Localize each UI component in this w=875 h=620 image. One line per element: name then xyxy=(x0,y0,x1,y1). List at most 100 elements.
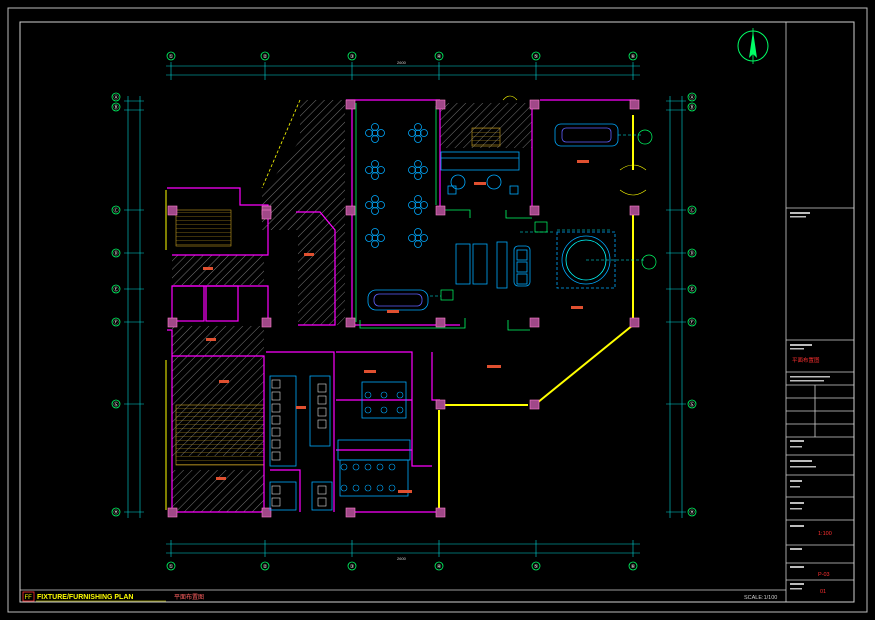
structural-column xyxy=(435,399,446,410)
grid-row-label: Ⓒ xyxy=(113,207,118,214)
toilet-fixture xyxy=(271,427,281,437)
title-block-revision: 01 xyxy=(820,589,826,595)
structural-column xyxy=(629,317,640,328)
lounge-seat-clusters xyxy=(365,123,428,248)
grid-row-label: Ⓖ xyxy=(113,401,118,408)
grid-row-label: Ⓑ xyxy=(113,104,118,111)
desk-chair xyxy=(364,484,372,492)
desk-chair xyxy=(376,463,384,471)
meeting-chair xyxy=(380,391,388,399)
grid-row-label: Ⓒ xyxy=(689,207,694,214)
drawing-title-strip xyxy=(20,589,786,602)
structural-column xyxy=(529,399,540,410)
lounge-seat-cluster xyxy=(408,228,428,248)
lounge-seat-cluster xyxy=(365,123,385,143)
grid-column-label: ③ xyxy=(350,54,355,60)
grid-column-label: ⑤ xyxy=(534,54,539,60)
structural-column xyxy=(345,317,356,328)
toilet-fixture xyxy=(317,395,327,405)
grid-row-label: Ⓐ xyxy=(689,94,694,101)
grid-row-label: Ⓗ xyxy=(113,509,118,516)
drawing-title-cn: 平面布置图 xyxy=(174,593,204,601)
drawing-scale: SCALE:1/100 xyxy=(744,595,777,601)
desk-chair xyxy=(352,484,360,492)
bottom-total-dimension: 2600 xyxy=(397,556,407,561)
grid-column-label: ① xyxy=(169,54,174,60)
leader-lines xyxy=(430,134,645,297)
toilet-fixture xyxy=(271,497,281,507)
desk-chair xyxy=(352,463,360,471)
structural-column xyxy=(529,317,540,328)
grid-column-label: ⑥ xyxy=(631,54,636,60)
structural-column xyxy=(167,507,178,518)
drawing-code: FF xyxy=(25,595,33,601)
grid-column-label: ② xyxy=(263,564,268,570)
structural-columns xyxy=(167,99,640,518)
meeting-chair xyxy=(380,406,388,414)
toilet-fixture xyxy=(317,485,327,495)
grid-column-label: ⑤ xyxy=(534,564,539,570)
grid-row-label: Ⓕ xyxy=(689,319,694,326)
lounge-seat-cluster xyxy=(408,123,428,143)
toilet-fixture xyxy=(271,403,281,413)
north-arrow-icon xyxy=(737,28,769,64)
title-block-scale: 1:100 xyxy=(818,531,832,537)
toilet-fixture xyxy=(317,419,327,429)
room-label-bars xyxy=(203,160,589,493)
curtain-wall xyxy=(261,99,301,189)
toilet-fixture xyxy=(317,383,327,393)
grid-row-label: Ⓖ xyxy=(689,401,694,408)
structural-column xyxy=(435,507,446,518)
structural-column xyxy=(167,205,178,216)
title-block-project-name: 平面布置图 xyxy=(792,356,820,364)
lounge-seat-cluster xyxy=(408,160,428,180)
structural-column xyxy=(261,317,272,328)
drawing-title: FIXTURE/FURNISHING PLAN xyxy=(37,594,133,601)
grid-row-label: Ⓔ xyxy=(689,286,694,293)
lounge-seat-cluster xyxy=(365,228,385,248)
structural-column xyxy=(167,317,178,328)
toilet-fixture xyxy=(271,379,281,389)
desk-chair xyxy=(376,484,384,492)
lounge-seat-cluster xyxy=(365,195,385,215)
structural-column xyxy=(629,99,640,110)
toilet-fixture xyxy=(271,415,281,425)
structural-column xyxy=(345,205,356,216)
washroom-fixtures xyxy=(271,379,404,507)
desk-chair xyxy=(340,484,348,492)
grid-row-label: Ⓓ xyxy=(113,250,118,257)
structural-column xyxy=(435,205,446,216)
structural-column xyxy=(529,99,540,110)
structural-column xyxy=(345,99,356,110)
toilet-fixture xyxy=(271,439,281,449)
meeting-chair xyxy=(396,391,404,399)
grid-row-label: Ⓕ xyxy=(113,319,118,326)
desk-chair xyxy=(340,463,348,471)
lounge-seat-cluster xyxy=(365,160,385,180)
toilet-fixture xyxy=(271,485,281,495)
grid-row-label: Ⓑ xyxy=(689,104,694,111)
grid-row-label: Ⓓ xyxy=(689,250,694,257)
grid-column-label: ② xyxy=(263,54,268,60)
structural-column xyxy=(261,209,272,220)
grid-row-label: Ⓔ xyxy=(113,286,118,293)
grid-bubbles-bottom xyxy=(166,561,638,571)
structural-column xyxy=(529,205,540,216)
grid-row-label: Ⓗ xyxy=(689,509,694,516)
desk-chair xyxy=(388,484,396,492)
toilet-fixture xyxy=(317,407,327,417)
structural-column xyxy=(629,205,640,216)
meeting-chair xyxy=(364,406,372,414)
dimension-lines xyxy=(124,62,686,557)
stairs xyxy=(175,127,501,466)
grid-column-label: ③ xyxy=(350,564,355,570)
structural-column xyxy=(435,99,446,110)
glass-partitions xyxy=(165,115,634,510)
structural-column xyxy=(345,507,356,518)
grid-bubbles-right xyxy=(687,92,697,517)
grid-column-label: ④ xyxy=(437,564,442,570)
toilet-fixture xyxy=(317,497,327,507)
title-block-sheet-no: P-03 xyxy=(818,572,830,578)
desk-chair xyxy=(388,463,396,471)
